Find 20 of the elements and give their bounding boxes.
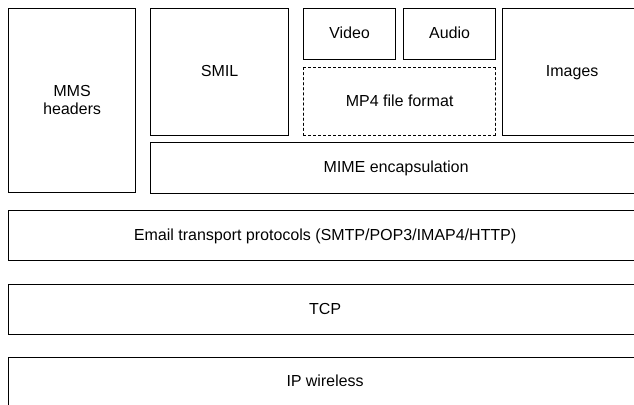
stack-layer-box [150,142,634,194]
stack-layer-box [8,284,634,335]
layer-label: MMS headers [42,82,102,118]
stack-layer-box [303,8,396,60]
layer-label: SMIL [200,63,238,81]
stack-layer-box [8,210,634,261]
layer-label: Images [546,63,598,81]
layer-label: MIME encapsulation [324,159,468,177]
stack-layer-box [303,67,496,136]
stack-layer-box [502,8,634,136]
stack-layer-box [8,357,634,405]
stack-layer-box [403,8,496,60]
stack-layer-box [150,8,289,136]
layer-label: Email transport protocols (SMTP/POP3/IMAP4/HTTP) [134,226,516,244]
layer-label: MP4 file format [346,92,454,110]
layer-label: Video [329,25,370,43]
layer-label: Audio [429,25,470,43]
layer-label: TCP [309,300,341,318]
stack-layer-box [8,8,136,193]
layer-label: IP wireless [286,373,364,391]
